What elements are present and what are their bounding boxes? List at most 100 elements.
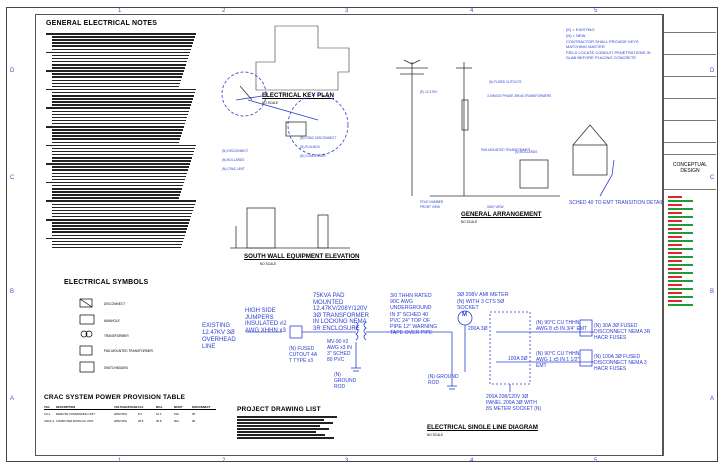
revision-bar — [668, 200, 693, 202]
note-text-line — [46, 107, 190, 109]
note-text-line — [52, 231, 186, 233]
note-text-line — [52, 194, 180, 196]
note-text-line — [52, 203, 195, 206]
cell: 35.8 — [156, 419, 162, 423]
note-text-line — [52, 91, 195, 94]
note-text-line — [52, 197, 179, 199]
key-plan-scale: NO SCALE — [262, 101, 279, 105]
fused-cutout-label: (N) FUSED CUTOUT 4A T TYPE x3 — [289, 346, 317, 364]
note-text-line — [52, 184, 183, 187]
note-text-line — [46, 126, 184, 128]
note-text-line — [52, 64, 186, 66]
revision-bar — [668, 260, 682, 262]
disconnect-100a-label: (N) 100A 3Ø FUSED DISCONNECT NEMA 3 HACR… — [594, 354, 647, 372]
drawing-list-title: PROJECT DRAWING LIST — [237, 406, 321, 413]
cell: 50A — [174, 419, 179, 423]
hv-feeder-label: MV-90 #2 AWG x3 IN 3" SCHED 80 PVC — [327, 339, 352, 363]
drawing-list-line — [237, 437, 334, 439]
note-text-line — [52, 234, 185, 237]
note-text-line — [52, 82, 180, 85]
note-text-line — [52, 166, 189, 168]
col-header: DISCONNECT — [192, 405, 211, 409]
col-header: DESCRIPTION — [56, 405, 76, 409]
grid-number-bottom: 3 — [345, 458, 349, 464]
cell: 10.3 — [156, 412, 162, 416]
col-header: MOCP — [174, 405, 183, 409]
note-text-line — [52, 147, 195, 150]
note-text-line — [52, 222, 189, 224]
revision-bar — [668, 236, 682, 238]
table-row: CU-1 REMOTE CONDENSING UNIT 208V/3PH 8.2… — [44, 412, 216, 416]
note-text-line — [52, 246, 181, 249]
note-text-line — [52, 113, 188, 116]
note-text-line — [52, 67, 185, 69]
transformer-label: 75KVA PAD MOUNTED 12.47KV/208Y/120V 3Ø T… — [313, 293, 369, 332]
revision-bar — [668, 252, 682, 254]
crac-table: TAG DESCRIPTION VOLTAGE/PHASE FLA MCA MO… — [44, 405, 216, 423]
note-text-line — [52, 104, 191, 106]
grid-letter-left: B — [10, 289, 15, 295]
symbol-label: TRANSFORMER — [104, 334, 129, 338]
drawing-list-body — [237, 416, 342, 441]
revision-bar — [668, 228, 682, 230]
ga-label: (E) 12.47KV — [420, 90, 438, 94]
meter-symbol-letter: M — [462, 312, 467, 318]
note-text-line — [52, 141, 179, 144]
note-text-line — [52, 175, 186, 178]
col-header: VOLTAGE/PHASE — [114, 405, 138, 409]
note-text-line — [52, 228, 187, 230]
grid-number-bottom: 2 — [222, 458, 226, 464]
drawing-list-line — [237, 434, 325, 436]
single-line-title: ELECTRICAL SINGLE LINE DIAGRAM — [427, 424, 538, 431]
note-text-line — [46, 219, 190, 221]
revision-bar — [668, 288, 693, 290]
drawing-list-line — [237, 425, 320, 427]
ga-label: PAD-MOUNTED TRANSFORMER — [481, 148, 530, 152]
note-text-line — [52, 135, 181, 137]
key-plan-label: (N) DISCONNECT — [222, 149, 249, 153]
revision-bar — [668, 204, 682, 206]
note-text-line — [52, 172, 187, 175]
note-text-line — [52, 39, 194, 41]
ground-rod-label: (N) GROUND ROD — [334, 372, 357, 390]
ga-label: FRONT VIEW — [420, 205, 440, 209]
crac-table-title: CRAC SYSTEM POWER PROVISION TABLE — [44, 394, 186, 401]
title-block: CONCEPTUAL DESIGN — [663, 14, 716, 456]
col-header: MCA — [156, 405, 163, 409]
breaker-200-label: 200A 3Ø — [468, 326, 488, 332]
note-text-line — [52, 178, 185, 181]
note-text-line — [52, 206, 194, 209]
top-note: (N) = NEW — [566, 33, 586, 38]
note-text-line — [46, 33, 196, 35]
cell: 208V/3PH — [114, 419, 127, 423]
note-text-line — [46, 144, 196, 147]
note-text-line — [52, 157, 192, 159]
general-notes-title: GENERAL ELECTRICAL NOTES — [46, 20, 158, 27]
ga-transition-detail: SCHED 40 TO EMT TRANSITION DETAIL — [569, 200, 664, 206]
note-text-line — [46, 163, 190, 165]
revision-bar — [668, 280, 693, 282]
key-plan-label: (N) CRAC DISCONNECT — [300, 136, 337, 140]
revision-bar — [668, 284, 682, 286]
grid-number-bottom: 5 — [594, 458, 598, 464]
grid-letter-right: C — [710, 175, 715, 181]
note-text-line — [52, 240, 183, 243]
note-text-line — [52, 73, 183, 75]
electrical-symbols-title: ELECTRICAL SYMBOLS — [64, 279, 149, 286]
note-text-line — [52, 76, 182, 78]
drawing-list-line — [237, 428, 329, 430]
cell: CRAC-1 — [44, 419, 55, 423]
revision-bar — [668, 272, 693, 274]
revision-bar — [668, 276, 682, 278]
drawing-list-line — [237, 419, 324, 421]
note-text-line — [52, 243, 182, 246]
general-arrangement-title: GENERAL ARRANGEMENT — [461, 211, 542, 218]
note-text-line — [52, 36, 195, 38]
col-header: TAG — [44, 405, 50, 409]
note-text-line — [52, 209, 193, 212]
note-text-line — [52, 132, 182, 134]
conceptual-design-label: CONCEPTUAL DESIGN — [672, 162, 708, 174]
note-text-line — [52, 57, 188, 60]
key-plan-label: (N) CRAC UNIT — [222, 167, 245, 171]
